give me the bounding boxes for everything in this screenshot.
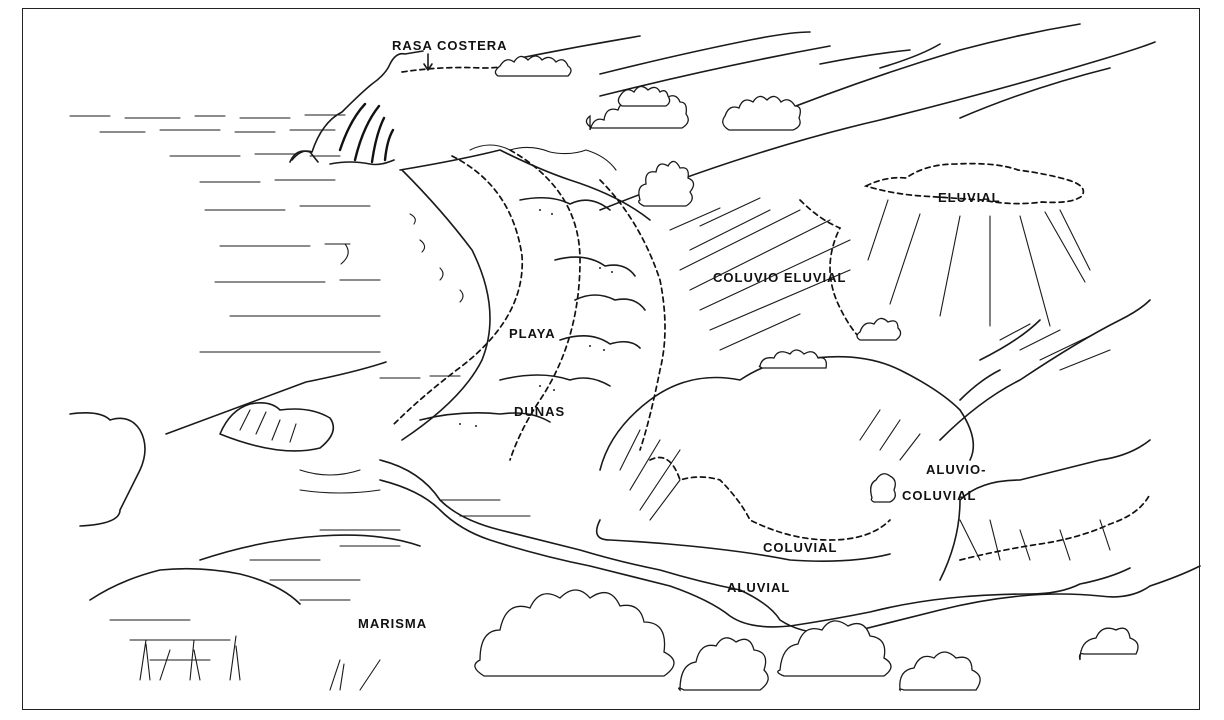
tree-clusters-top [495, 56, 800, 206]
label-rasa-costera: RASA COSTERA [392, 38, 508, 53]
label-coluvial-2: COLUVIAL [902, 488, 976, 503]
label-eluvial: ELUVIAL [938, 190, 1001, 205]
right-slope [940, 300, 1150, 580]
eluvial-zone [866, 164, 1090, 326]
tree-clusters-bottom [475, 590, 1138, 690]
label-marisma: MARISMA [358, 616, 427, 631]
label-coluvial: COLUVIAL [763, 540, 837, 555]
central-hill [597, 318, 974, 561]
label-aluvio: ALUVIO- [926, 462, 986, 477]
shoreline [70, 362, 386, 526]
label-aluvial: ALUVIAL [727, 580, 790, 595]
label-dunas: DUNAS [514, 404, 565, 419]
coastal-cliff [290, 51, 527, 165]
label-playa: PLAYA [509, 326, 556, 341]
label-coluvio-eluvial: COLUVIO ELUVIAL [713, 270, 846, 285]
sea-waves [70, 115, 460, 378]
rasa-costera-pointer [424, 54, 432, 70]
